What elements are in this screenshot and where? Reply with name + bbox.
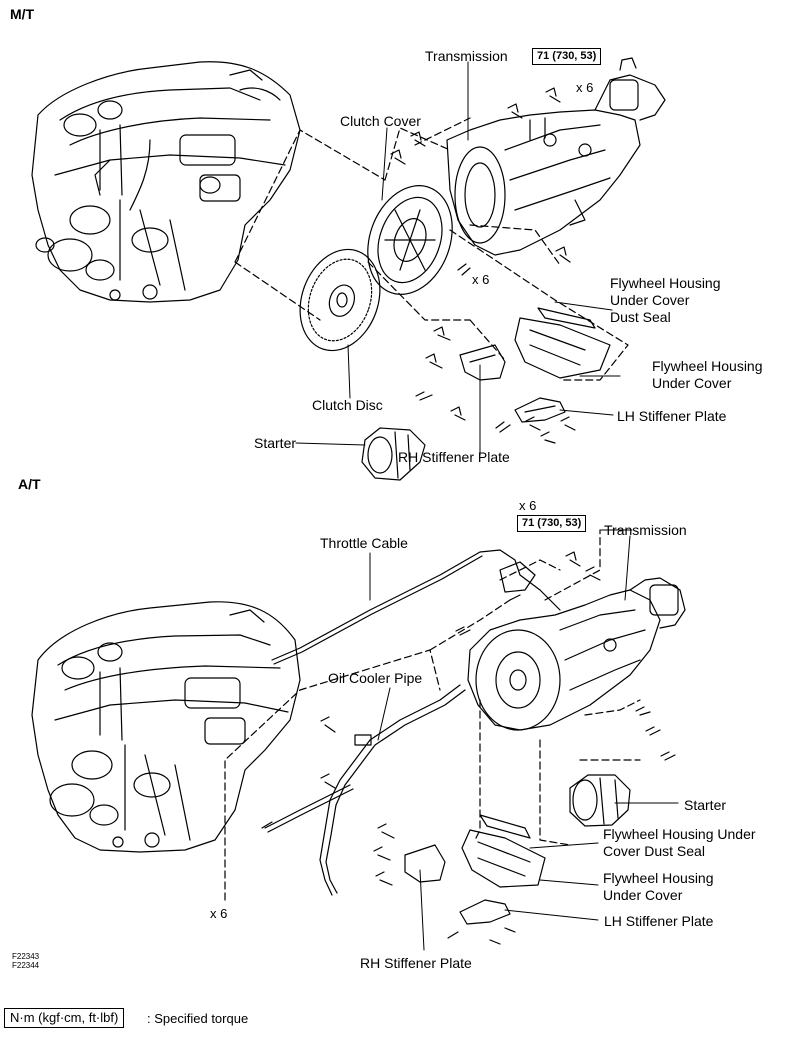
figure-code-1: F22343 [12, 952, 40, 961]
at-engine-drawing [32, 602, 300, 852]
at-transmission-drawing [468, 578, 685, 730]
mt-lh-plate-label: LH Stiffener Plate [617, 408, 727, 424]
mt-bolt-multiplier-cover: x 6 [472, 272, 490, 287]
mt-dust-seal-label-1: Flywheel Housing [610, 275, 721, 291]
mt-dust-seal-label-2: Under Cover [610, 292, 690, 308]
section-label-at: A/T [18, 476, 41, 492]
figure-code-2: F22344 [12, 961, 40, 970]
at-under-cover-label-1: Flywheel Housing [603, 870, 714, 886]
mt-under-cover-drawing [515, 308, 610, 378]
mt-transmission-label: Transmission [425, 48, 508, 64]
throttle-cable-drawing [272, 550, 560, 664]
at-starter-label: Starter [684, 797, 727, 813]
torque-legend-box: N·m (kgf·cm, ft·lbf) [4, 1008, 125, 1028]
at-lh-plate-label: LH Stiffener Plate [604, 913, 714, 929]
mt-starter-drawing [362, 428, 425, 480]
at-under-cover-drawing [462, 815, 545, 887]
at-bolt-multiplier-top: x 6 [519, 498, 537, 513]
mt-transmission-drawing [447, 58, 665, 255]
at-dust-seal-label-2: Cover Dust Seal [603, 843, 705, 859]
mt-under-cover-label-2: Under Cover [652, 375, 732, 391]
mt-clutch-disc-label: Clutch Disc [312, 397, 383, 413]
at-rh-plate-label: RH Stiffener Plate [360, 955, 472, 971]
at-starter-drawing [570, 775, 630, 826]
mt-rh-plate-label: RH Stiffener Plate [398, 449, 510, 465]
oil-cooler-pipe-label: Oil Cooler Pipe [328, 670, 423, 686]
oil-cooler-pipe-drawing [265, 685, 465, 895]
mt-rh-plate-drawing [460, 345, 505, 380]
at-transmission-label: Transmission [604, 522, 687, 538]
at-leaders [370, 530, 678, 950]
at-under-cover-label-2: Under Cover [603, 887, 683, 903]
mt-lh-plate-drawing [515, 398, 565, 422]
mt-under-cover-label-1: Flywheel Housing [652, 358, 763, 374]
at-lh-plate-drawing [460, 900, 510, 924]
throttle-cable-label: Throttle Cable [320, 535, 408, 551]
torque-legend-text: : Specified torque [147, 1011, 249, 1026]
at-bolt-multiplier-bottom: x 6 [210, 906, 228, 921]
mt-clutch-cover-drawing [353, 174, 466, 307]
at-torque-spec: 71 (730, 53) [517, 515, 587, 532]
mt-starter-label: Starter [254, 435, 297, 451]
mt-dust-seal-label-3: Dust Seal [610, 309, 671, 325]
mt-clutch-cover-label: Clutch Cover [340, 113, 421, 129]
at-guide-lines [225, 530, 640, 900]
mt-torque-spec: 71 (730, 53) [532, 48, 602, 65]
at-bolts [262, 552, 675, 944]
section-label-mt: M/T [10, 6, 35, 22]
mt-leaders [296, 62, 620, 455]
mt-bolts [391, 88, 575, 443]
mt-guide-lines [235, 118, 628, 380]
mt-bolt-multiplier-top: x 6 [576, 80, 594, 95]
at-rh-plate-drawing [405, 845, 445, 882]
at-dust-seal-label-1: Flywheel Housing Under [603, 826, 756, 842]
mt-clutch-disc-drawing [287, 238, 394, 362]
mt-engine-drawing [32, 62, 300, 302]
